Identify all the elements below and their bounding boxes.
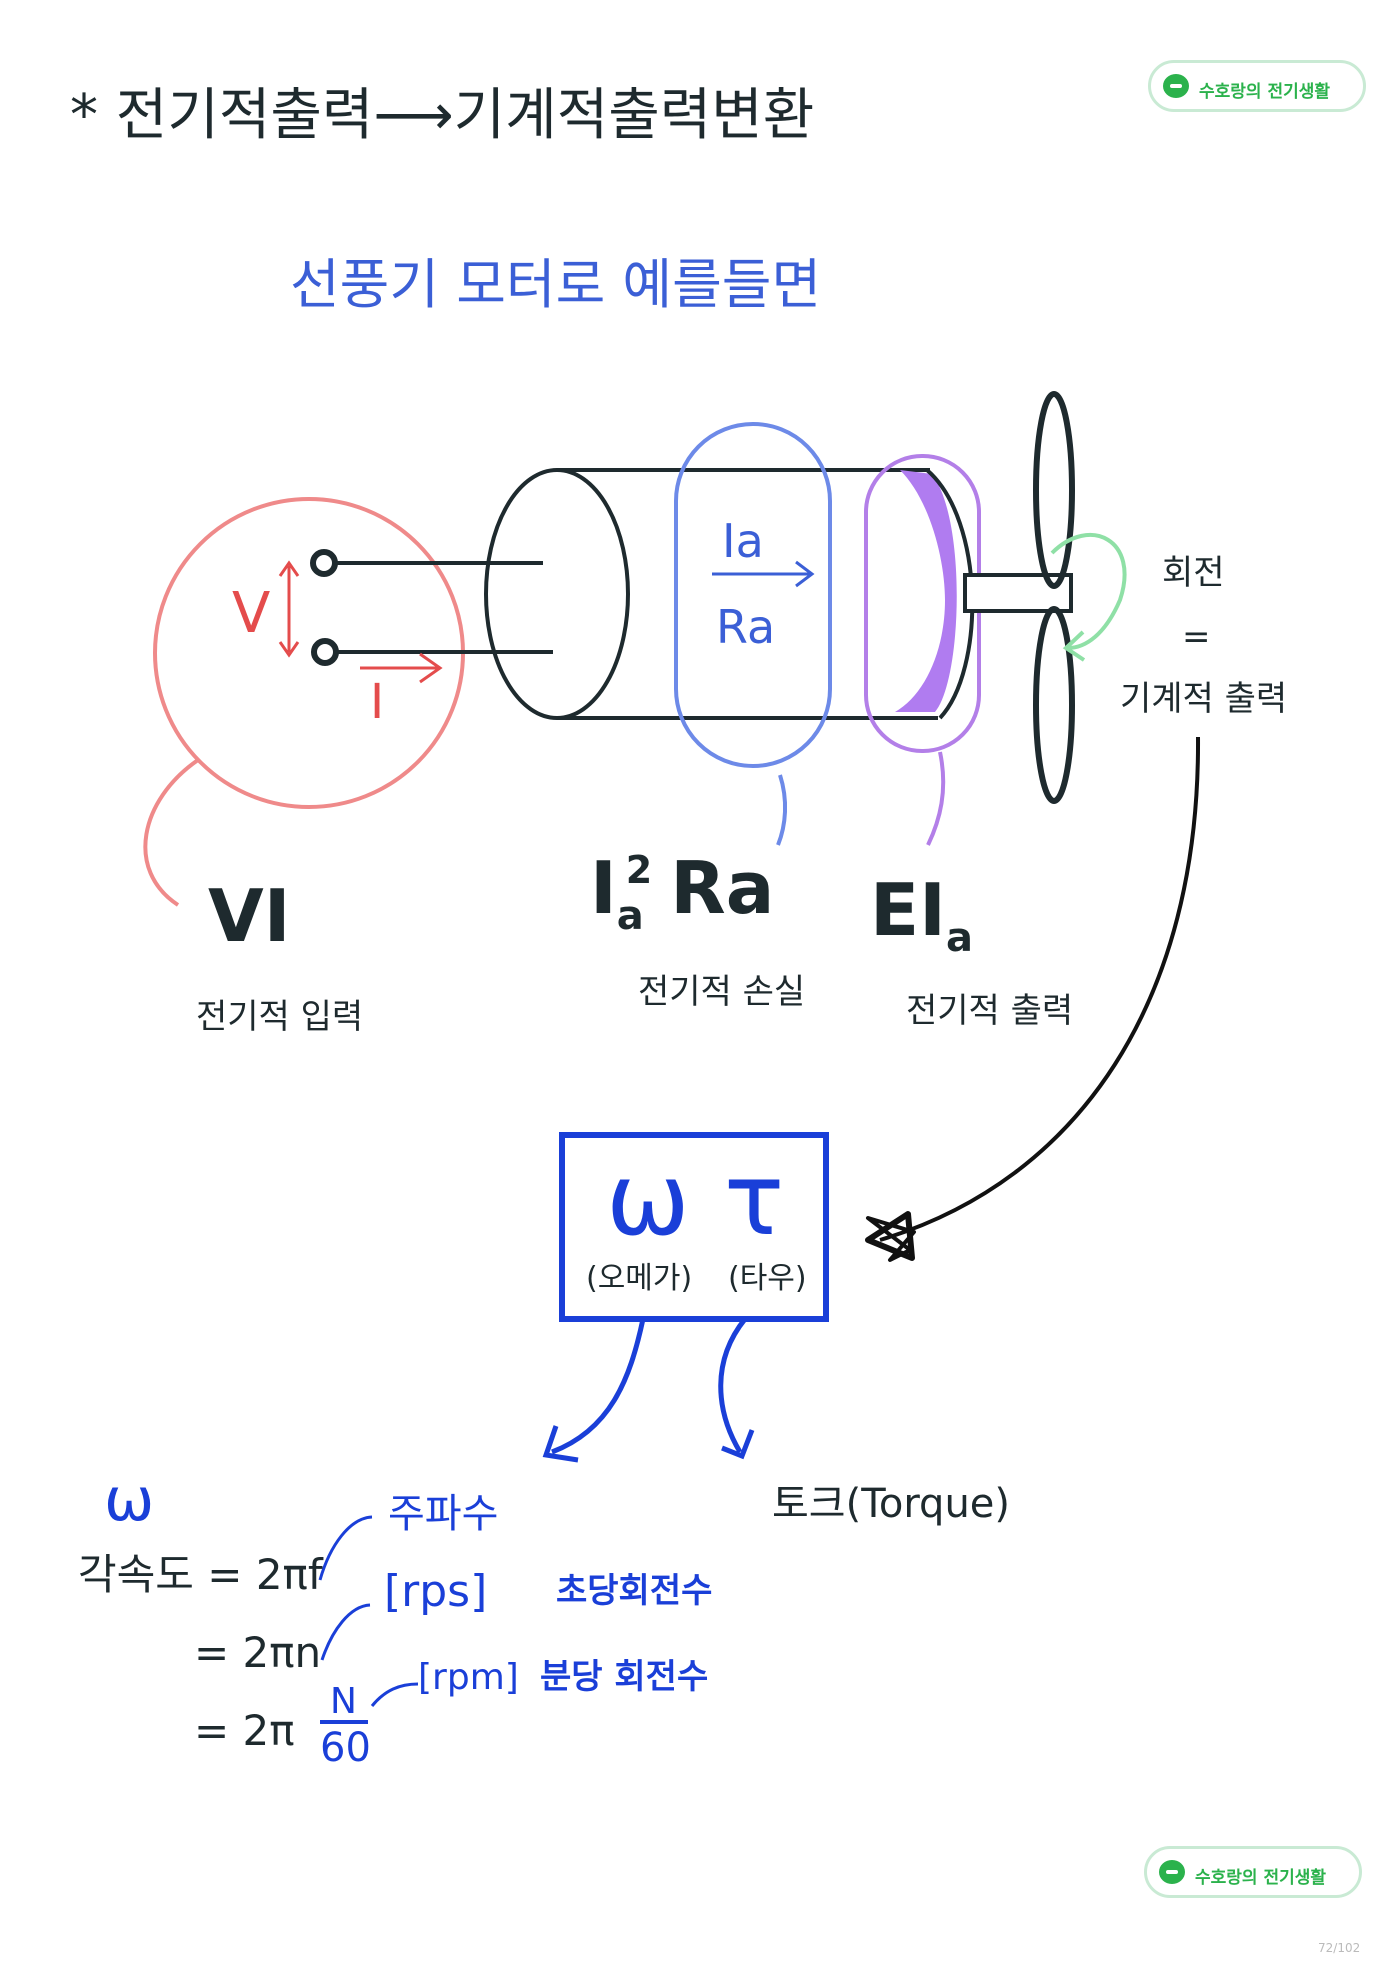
- output-leader-line: [926, 751, 946, 846]
- tau-symbol: τ: [724, 1141, 785, 1258]
- fraction-numerator: N: [330, 1681, 357, 1722]
- input-leader-line: [143, 758, 200, 907]
- fan-blade-bottom: [1033, 606, 1075, 804]
- page-number: 72/102: [1318, 1941, 1361, 1955]
- output-formula-base: EI: [870, 868, 946, 952]
- chat-icon: [1163, 74, 1189, 98]
- rotation-arrow: [1050, 533, 1127, 650]
- torque-label: 토크(Torque): [772, 1481, 1011, 1527]
- input-caption: 전기적 입력: [196, 997, 364, 1037]
- voltage-label: V: [232, 581, 271, 646]
- motor-front-face: [484, 468, 630, 720]
- brand-badge-bottom: 수호랑의 전기생활: [1144, 1846, 1362, 1898]
- armature-resistance-label: Ra: [716, 600, 776, 654]
- subtitle: 선풍기 모터로 예를들면: [290, 253, 822, 316]
- tau-reading: (타우): [728, 1261, 807, 1296]
- tau-arrow-head: [721, 1429, 755, 1460]
- armature-capsule: [674, 422, 832, 768]
- loss-formula-sub: a: [616, 893, 644, 939]
- page-title: * 전기적출력⟶기계적출력변환: [70, 83, 815, 148]
- chat-icon: [1159, 1860, 1185, 1884]
- mechanical-arrow: [879, 736, 1201, 1242]
- mechanical-arrow-head: [866, 1216, 916, 1262]
- input-formula: VI: [208, 874, 291, 958]
- formula-line-1: 각속도 = 2πf: [78, 1550, 323, 1599]
- note-rps: [rps]: [384, 1566, 488, 1617]
- omega-symbol: ω: [606, 1141, 690, 1258]
- loss-caption: 전기적 손실: [638, 972, 806, 1012]
- current-arrow-head: [419, 652, 443, 684]
- omega-heading: ω: [104, 1465, 155, 1535]
- formula-line-3: = 2π: [194, 1706, 295, 1755]
- note-rpm-desc: 분당 회전수: [540, 1657, 709, 1697]
- terminal-bottom: [311, 638, 339, 666]
- output-fill: [895, 470, 957, 712]
- fraction-denominator: 60: [320, 1725, 371, 1771]
- frequency-leader: [318, 1515, 373, 1581]
- loss-formula-base: I: [590, 846, 617, 930]
- fan-blade-top: [1033, 391, 1075, 589]
- motor-shaft: [963, 573, 1073, 613]
- brand-badge-label: 수호랑의 전기생활: [1199, 82, 1331, 102]
- loss-formula-sup: 2: [625, 848, 653, 892]
- terminal-top: [310, 549, 338, 577]
- mechanical-arrow-head-tip: [865, 1211, 915, 1261]
- note-rps-desc: 초당회전수: [556, 1571, 713, 1611]
- brand-badge-label: 수호랑의 전기생활: [1195, 1868, 1327, 1888]
- output-caption: 전기적 출력: [906, 991, 1074, 1031]
- output-formula: EIa: [870, 874, 973, 958]
- omega-arrow-head: [542, 1425, 579, 1463]
- voltage-arrow-head-bottom: [278, 641, 300, 658]
- rotation-label: 회전: [1162, 553, 1225, 593]
- omega-reading: (오메가): [586, 1261, 693, 1296]
- current-label: I: [370, 674, 385, 730]
- mechanical-output-label: 기계적 출력: [1120, 679, 1288, 719]
- rps-leader: [320, 1603, 371, 1661]
- output-formula-sub: a: [945, 915, 973, 961]
- note-frequency: 주파수: [388, 1491, 499, 1537]
- loss-formula-tail: Ra: [670, 846, 775, 930]
- brand-badge-top: 수호랑의 전기생활: [1148, 60, 1366, 112]
- tau-arrow: [718, 1317, 747, 1454]
- voltage-arrow-head-top: [278, 560, 300, 577]
- armature-current-label: Ia: [722, 514, 764, 568]
- omega-arrow: [551, 1318, 646, 1455]
- omega-tau-box: [559, 1132, 829, 1322]
- rotation-arrow-head: [1062, 630, 1086, 662]
- formula-line-2: = 2πn: [194, 1628, 322, 1677]
- armature-leader-line: [776, 774, 788, 846]
- armature-current-arrow-head: [795, 560, 815, 588]
- rpm-leader: [370, 1682, 419, 1707]
- note-rpm: [rpm]: [418, 1657, 519, 1698]
- rotation-equals: =: [1182, 617, 1211, 657]
